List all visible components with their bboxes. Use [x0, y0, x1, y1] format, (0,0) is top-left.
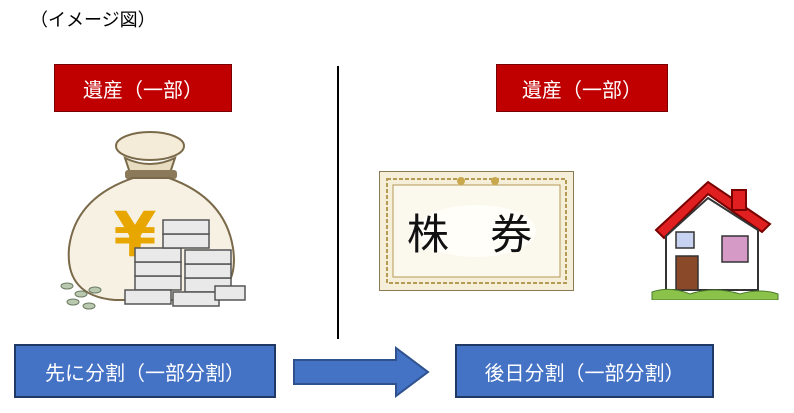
- house-icon: [651, 180, 779, 300]
- right-estate-label: 遺産（一部）: [496, 64, 668, 112]
- left-estate-label: 遺産（一部）: [54, 64, 232, 112]
- right-arrow-icon: [293, 346, 430, 398]
- money-bag-yen-icon: ¥: [60, 131, 246, 310]
- first-division-label: 先に分割（一部分割）: [14, 344, 276, 398]
- stock-certificate-text: 株 券: [406, 209, 547, 259]
- stock-certificate-illustration: 株 券: [379, 171, 574, 291]
- caption: （イメージ図）: [30, 10, 156, 31]
- later-division-label: 後日分割（一部分割）: [455, 344, 714, 398]
- divider-line: [337, 66, 339, 339]
